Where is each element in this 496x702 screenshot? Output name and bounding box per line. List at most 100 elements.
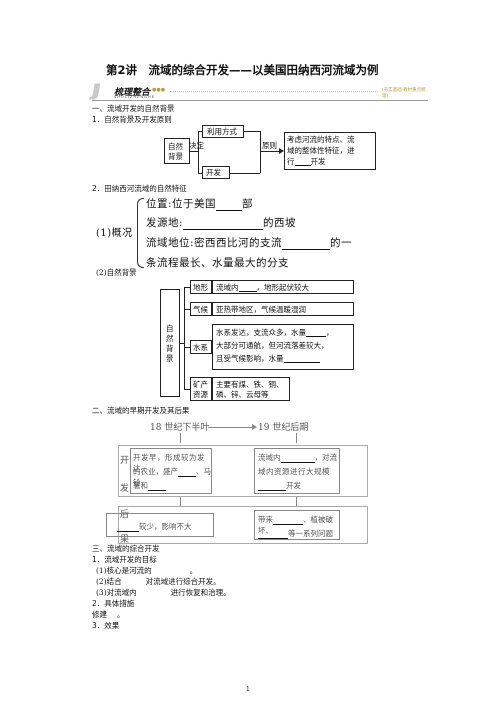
principle-line <box>260 151 280 152</box>
early-result-text: 较少，影响不大 <box>117 521 192 532</box>
mineral-box: 主要有煤、铁、铜、 磷、锌、云母等 <box>212 377 290 401</box>
late-dev-line-2: 域内资源进行大规模 <box>258 467 330 476</box>
goal-2: (2)结合对流域进行综合开发。 <box>96 577 221 586</box>
mineral-label-2: 资源 <box>193 390 208 399</box>
center-char-3: 背 <box>166 344 174 353</box>
dev-frame <box>118 445 368 497</box>
tick-left <box>180 433 181 443</box>
rule-line-1: 考虑河流的特点、流 <box>287 135 355 144</box>
mineral-line-2: 磷、锌、云母等 <box>216 390 269 399</box>
overview-line-4: 条流程最长、水量最大的分支 <box>146 257 289 269</box>
dev-right-line <box>230 173 260 174</box>
section-1-point-2: 2．田纳西河流域的自然特征 <box>92 184 187 193</box>
water-connector <box>184 347 190 348</box>
early-dev-line-1: 开发早，形成较为发达 <box>133 453 205 473</box>
link-right <box>296 497 297 507</box>
early-result-box: 较少，影响不大 <box>106 513 214 537</box>
center-char-2: 然 <box>166 334 174 343</box>
banner-pinyin: S H U L I Z H E N G H E <box>114 95 155 99</box>
blank-pollution[interactable] <box>258 530 288 539</box>
banner-logo: JJ <box>92 81 100 101</box>
nature-box: 自然 背景 <box>164 138 190 164</box>
section-3-point-3: 3．效果 <box>92 621 120 630</box>
result-frame <box>118 506 368 544</box>
mineral-label-box: 矿产 资源 <box>190 377 212 401</box>
late-dev-line-1: 流域内，对流 <box>258 453 337 463</box>
blank-location[interactable] <box>216 199 243 211</box>
blank-crop-2[interactable] <box>148 482 166 491</box>
terrain-label-box: 地形 <box>190 280 212 294</box>
principle-label: 原则 <box>262 141 277 150</box>
time-left: 18 世纪下半叶 <box>150 423 210 433</box>
overview-brace <box>137 198 144 268</box>
blank-water-volume[interactable] <box>306 328 326 338</box>
blank-terrain[interactable] <box>238 283 257 293</box>
bg-spine-mid <box>180 343 184 344</box>
blank-damage[interactable] <box>117 523 139 532</box>
mineral-label-1: 矿产 <box>193 380 208 389</box>
result-char-2: 果 <box>120 535 130 545</box>
branch-top <box>198 131 202 132</box>
climate-connector <box>184 309 190 310</box>
water-box: 水系发达，支流众多，水量， 大部分可通航，但河流落差较大， 且受气候影响，水量 <box>212 324 354 370</box>
page-number: 1 <box>246 686 250 693</box>
center-char-1: 自 <box>166 324 174 333</box>
blank-tributary[interactable] <box>282 238 331 250</box>
water-label-box: 水系 <box>190 340 212 354</box>
use-box: 利用方式 <box>202 125 244 138</box>
section-banner: JJ 梳理整合 ●●● S H U L I Z H E N G H E (夯实基… <box>92 81 428 101</box>
blank-disorder[interactable] <box>258 482 286 491</box>
water-line-1: 水系发达，支流众多，水量， <box>216 328 334 338</box>
measure-1: 修建。 <box>92 610 125 619</box>
section-2-heading: 二、流域的早期开发及其后果 <box>92 406 190 415</box>
section-1-point-1: 1．自然背景及开发原则 <box>92 115 172 124</box>
early-dev-line-3: 薯和 <box>133 480 166 491</box>
result-char-1: 后 <box>120 510 130 520</box>
open-char-1: 开 <box>120 456 130 466</box>
center-char-4: 景 <box>166 354 174 363</box>
use-label: 利用方式 <box>207 127 237 136</box>
late-result-line-1: 带来、植被破坏、 <box>258 515 333 535</box>
time-arrow-head <box>252 424 257 430</box>
join-vertical <box>260 131 261 173</box>
center-box: 自 然 背 景 <box>160 289 180 397</box>
bg-spine <box>184 287 185 389</box>
branch-vertical <box>198 131 199 173</box>
goal-1: (1)核心是河流的。 <box>96 566 198 575</box>
water-label: 水系 <box>193 343 208 352</box>
terrain-text: 流域内，地形起伏较大 <box>216 283 309 293</box>
section-1-heading: 一、流域开发的自然背景 <box>92 104 175 113</box>
nature-label-1: 自然 <box>168 142 183 151</box>
goal-3: (3)对流域内进行恢复和治理。 <box>96 588 231 597</box>
water-line-3: 且受气候影响，水量 <box>216 354 320 364</box>
banner-right: (夯实基础·教材重点梳理) <box>382 88 426 99</box>
blank-crop[interactable] <box>178 468 196 477</box>
climate-box: 亚热带地区，气候温暖湿润 <box>212 302 354 316</box>
rule-line-3: 行开发 <box>287 157 326 167</box>
overview-line-3: 流域地位:密西西比河的支流的一 <box>146 237 353 250</box>
overview-line-1: 位置:位于美国部 <box>146 198 254 211</box>
banner-dots: ●●● <box>152 87 166 93</box>
rule-line-2: 域的整体性特征，进 <box>287 146 355 155</box>
time-right: 19 世纪后期 <box>258 423 309 433</box>
nature-label-2: 背景 <box>168 152 183 161</box>
time-arrow-line <box>208 427 254 428</box>
blank-source[interactable] <box>183 218 264 230</box>
overview-label: (1)概况 <box>96 228 133 239</box>
rule-box: 考虑河流的特点、流 域的整体性特征，进 行开发 <box>284 132 376 170</box>
link-left <box>180 497 181 507</box>
use-right-line <box>244 131 260 132</box>
mineral-connector <box>184 389 190 390</box>
blank-erosion[interactable] <box>273 516 303 525</box>
dev-box: 开发 <box>202 166 230 179</box>
open-char-2: 发 <box>120 484 130 494</box>
tick-right <box>296 433 297 443</box>
blank-population[interactable] <box>280 454 315 463</box>
decide-label: 决定 <box>189 141 204 150</box>
blank-water-change[interactable] <box>283 354 320 364</box>
blank-rule[interactable] <box>294 157 311 167</box>
banner-heading: 梳理整合 <box>114 88 151 98</box>
water-line-2: 大部分可通航，但河流落差较大， <box>216 341 329 350</box>
climate-label: 气候 <box>193 305 208 314</box>
banner-rule <box>170 91 378 92</box>
